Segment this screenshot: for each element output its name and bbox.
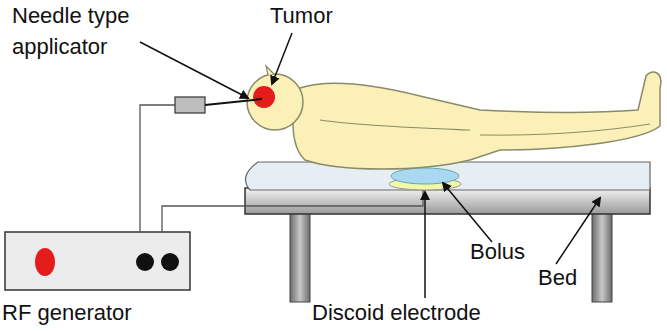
patient-arm <box>320 120 470 130</box>
mattress <box>246 162 651 190</box>
indicator-lamp <box>35 248 55 276</box>
tumor <box>253 86 275 108</box>
label-text: Bed <box>538 262 577 293</box>
rf-generator-box <box>5 232 190 290</box>
patient-leg <box>480 124 650 135</box>
bed-leg <box>592 212 612 302</box>
patient-head <box>247 74 303 130</box>
label-text: RF generator <box>2 297 132 328</box>
bed-frame <box>245 188 650 214</box>
knob <box>136 253 154 271</box>
wire <box>140 105 175 232</box>
leader-line <box>443 183 492 242</box>
leader-line <box>424 192 426 298</box>
bolus <box>391 168 459 184</box>
label-text: Tumor <box>270 0 333 31</box>
needle <box>205 99 262 105</box>
label-text: Bolus <box>470 236 525 267</box>
leader-line <box>140 42 248 98</box>
leader-line <box>272 33 292 84</box>
label-text: Discoid electrode <box>312 297 481 328</box>
patient-body <box>293 72 661 169</box>
knob <box>161 253 179 271</box>
label-text: Needle type applicator <box>12 0 142 62</box>
wire <box>162 190 423 232</box>
applicator-handle <box>175 97 205 113</box>
patient-nose <box>266 66 274 75</box>
bed-leg <box>290 212 310 302</box>
leader-line <box>556 198 600 264</box>
